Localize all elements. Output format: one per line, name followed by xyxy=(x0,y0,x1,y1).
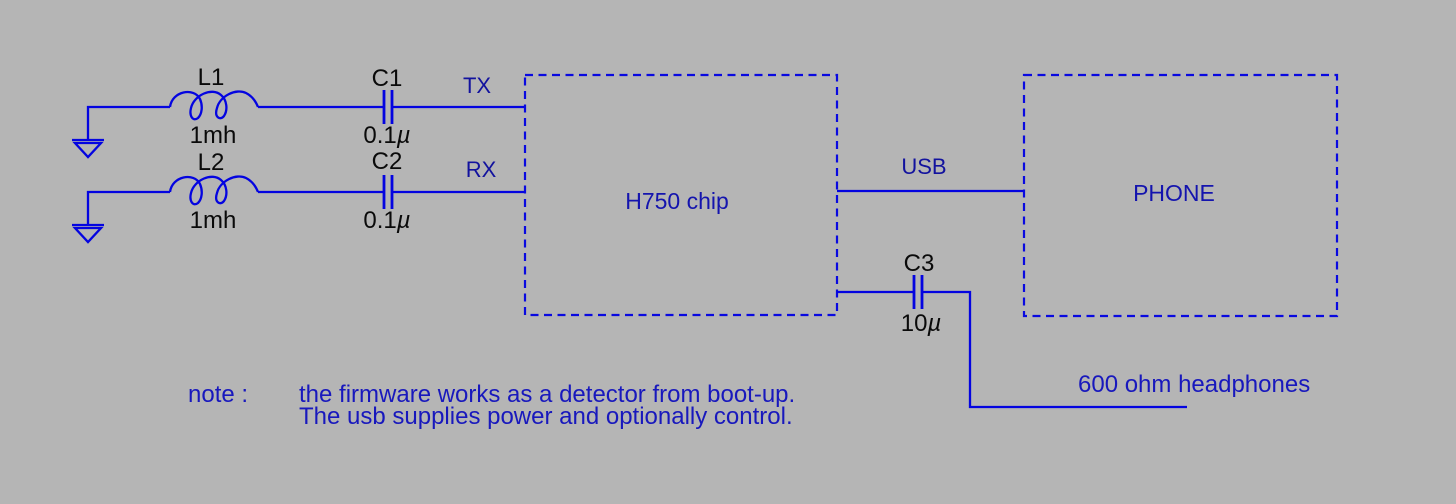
capacitor-c1-icon xyxy=(382,90,394,124)
rx-ground-lead-wire xyxy=(86,190,170,225)
phone-block-box xyxy=(1022,73,1339,318)
tx-port-label: TX xyxy=(463,73,491,98)
inductor-l2-icon xyxy=(168,175,260,206)
capacitor-c3-value-label: 10µ xyxy=(901,310,942,337)
chip-block-label: H750 chip xyxy=(625,188,729,214)
inductor-l2-ref-label: L2 xyxy=(198,149,225,176)
inductor-l2-value-label: 1mh xyxy=(190,207,237,234)
inductor-l1-value-label: 1mh xyxy=(190,122,237,149)
capacitor-c3-icon xyxy=(912,275,924,309)
chip-block-box xyxy=(523,73,839,317)
usb-label: USB xyxy=(901,154,946,179)
ground-icon xyxy=(72,138,104,159)
note-block: note : the firmware works as a detector … xyxy=(188,381,795,430)
rx-channel: L2 1mh C2 0.1µ RX xyxy=(72,148,524,244)
capacitor-c2-icon xyxy=(382,175,394,209)
note-line-1: the firmware works as a detector from bo… xyxy=(299,381,795,408)
note-line-2: The usb supplies power and optionally co… xyxy=(299,403,793,430)
rx-port-label: RX xyxy=(466,157,497,182)
capacitor-c3-ref-label: C3 xyxy=(904,250,935,277)
inductor-l1-ref-label: L1 xyxy=(198,64,225,91)
phone-block-label: PHONE xyxy=(1133,180,1215,206)
inductor-l1-icon xyxy=(168,90,260,121)
headphone-wire xyxy=(923,290,1187,409)
capacitor-c2-ref-label: C2 xyxy=(372,148,403,175)
headphones-label: 600 ohm headphones xyxy=(1078,371,1310,398)
capacitor-c2-value-label: 0.1µ xyxy=(363,207,410,234)
note-prefix: note : xyxy=(188,381,248,408)
headphone-output: C3 10µ 600 ohm headphones xyxy=(837,250,1310,409)
capacitor-c1-ref-label: C1 xyxy=(372,65,403,92)
tx-ground-lead-wire xyxy=(86,105,170,140)
capacitor-c1-value-label: 0.1µ xyxy=(363,122,410,149)
ground-icon xyxy=(72,223,104,244)
tx-channel: L1 1mh C1 0.1µ TX xyxy=(72,64,524,159)
